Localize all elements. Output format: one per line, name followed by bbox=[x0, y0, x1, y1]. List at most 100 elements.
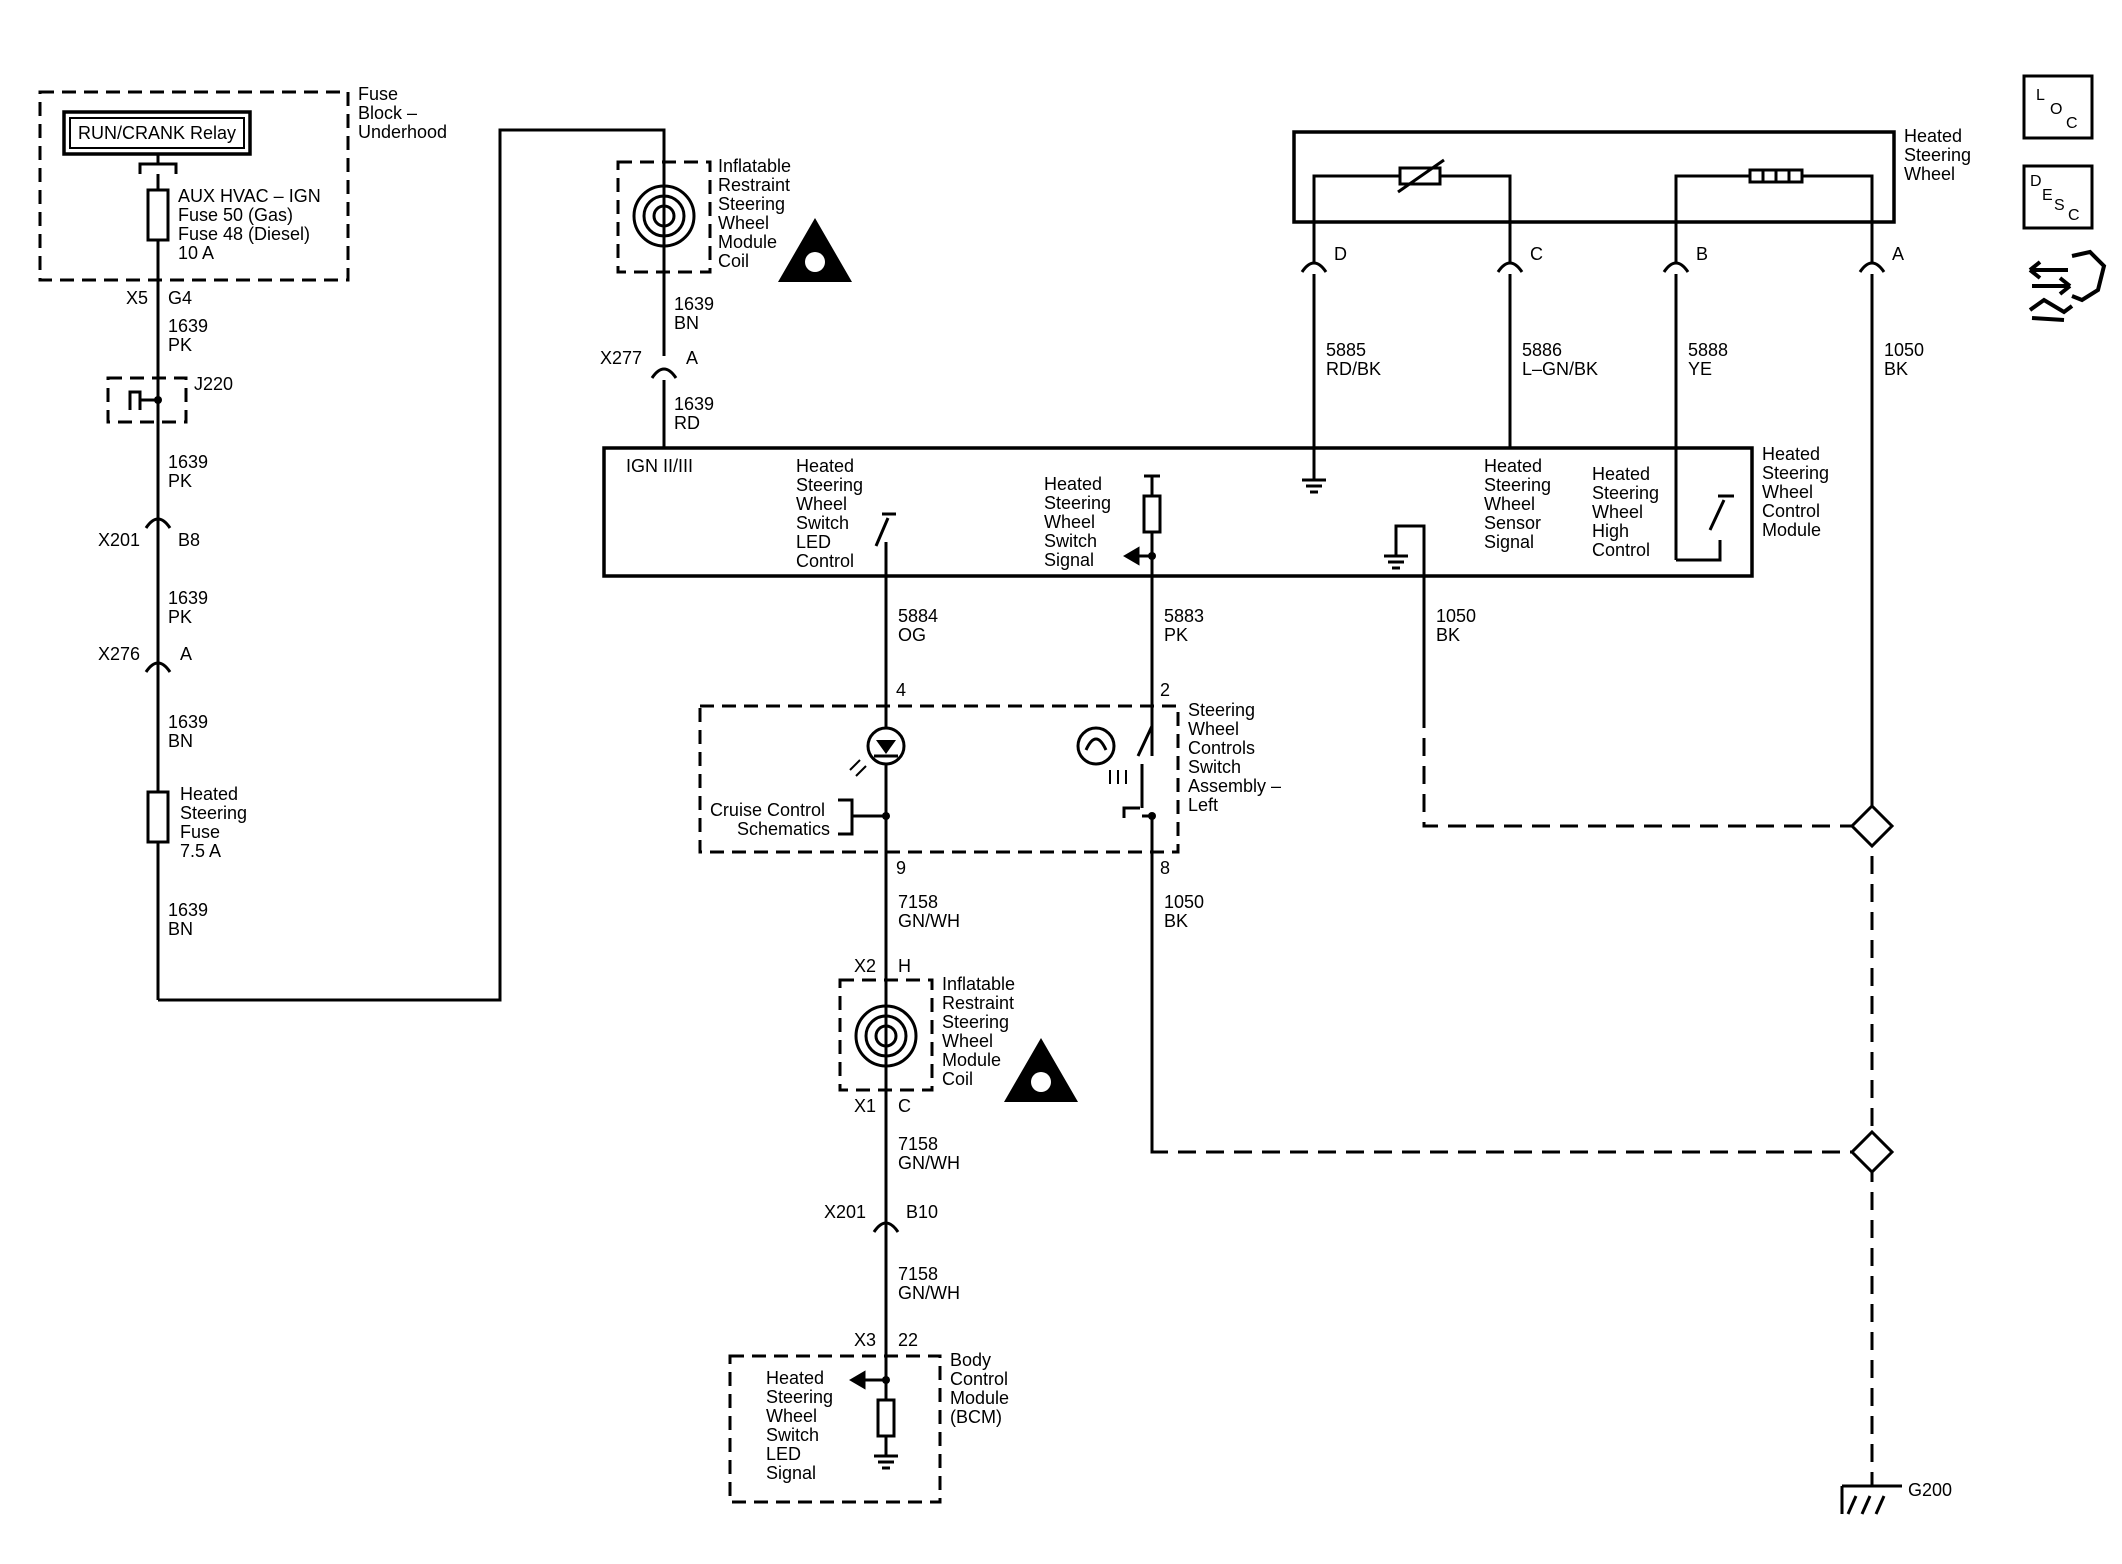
wire-label-1639-rd: 1639 RD bbox=[674, 394, 719, 433]
loc-letter-o: O bbox=[2050, 101, 2062, 118]
module-ground-output bbox=[1394, 524, 1426, 576]
connector-x2: X2 bbox=[854, 956, 876, 976]
heated-steering-fuse-label: Heated Steering Fuse 7.5 A bbox=[180, 784, 252, 861]
wire-label-1639-bn-top: 1639 BN bbox=[674, 294, 719, 333]
bcm-ground-icon bbox=[874, 1454, 898, 1470]
connector-x277: X277 bbox=[600, 348, 642, 368]
bcm-resistor-icon bbox=[876, 1398, 896, 1438]
connector-x201-left: X201 bbox=[98, 530, 140, 550]
swc-label: Steering Wheel Controls Switch Assembly … bbox=[1188, 700, 1286, 815]
connector-tool-icon[interactable] bbox=[2028, 249, 2107, 322]
control-module-label: Heated Steering Wheel Control Module bbox=[1762, 444, 1834, 540]
connector-x277-symbol bbox=[650, 367, 678, 379]
pin-x277-a: A bbox=[686, 348, 698, 368]
module-ground-icon-2 bbox=[1384, 554, 1408, 570]
high-control-switch-symbol bbox=[1676, 494, 1734, 562]
coil-lower-box bbox=[838, 978, 934, 1092]
heated-steering-wheel-label: Heated Steering Wheel bbox=[1904, 126, 1976, 184]
splice-diamond-upper bbox=[1849, 803, 1895, 849]
pin-b: B bbox=[1696, 244, 1708, 264]
wire-label-1639-pk-3: 1639 PK bbox=[168, 588, 213, 627]
desc-letter-d: D bbox=[2030, 173, 2042, 190]
swc-pin-4: 4 bbox=[896, 680, 906, 700]
wheel-pins bbox=[1300, 222, 1886, 273]
coil-lower-spiral-icon bbox=[854, 1004, 918, 1068]
high-control-label: Heated Steering Wheel High Control bbox=[1592, 464, 1664, 560]
ign-label: IGN II/III bbox=[626, 456, 693, 476]
bcm-box bbox=[728, 1354, 942, 1504]
relay-contact bbox=[138, 154, 178, 174]
splice-j220-symbol bbox=[128, 390, 142, 410]
ground-path-1050-swc bbox=[1150, 1150, 1852, 1154]
swc-pin-9: 9 bbox=[896, 858, 906, 878]
heated-steering-fuse bbox=[146, 790, 170, 844]
wire-label-1639-bn-2: 1639 BN bbox=[168, 900, 213, 939]
module-ground-icon bbox=[1302, 472, 1326, 494]
connector-x201-b10-symbol bbox=[872, 1221, 900, 1233]
pin-x276-a: A bbox=[180, 644, 192, 664]
heated-steering-wheel-box bbox=[1292, 130, 1896, 224]
heated-wheel-switch-icon bbox=[1076, 726, 1127, 784]
loc-button[interactable]: L O C bbox=[2022, 74, 2094, 140]
pin-c: C bbox=[1530, 244, 1543, 264]
coil-lower-label: Inflatable Restraint Steering Wheel Modu… bbox=[942, 974, 1020, 1089]
wire-label-1050-swc: 1050 BK bbox=[1164, 892, 1209, 931]
wire-label-5884: 5884 OG bbox=[898, 606, 943, 645]
chassis-ground-g200-icon bbox=[1840, 1484, 1902, 1515]
pin-g4: G4 bbox=[168, 288, 192, 308]
desc-button[interactable]: D E S C bbox=[2022, 164, 2094, 230]
wire-1639-loop bbox=[158, 128, 666, 1002]
swc-pin-2: 2 bbox=[1160, 680, 1170, 700]
aux-hvac-fuse bbox=[146, 188, 170, 242]
wire-label-5885: 5885 RD/BK bbox=[1326, 340, 1381, 379]
pin-h: H bbox=[898, 956, 911, 976]
fuse-block-title: Fuse Block – Underhood bbox=[358, 84, 447, 142]
cruise-control-bracket bbox=[838, 798, 886, 836]
pin-c-lower: C bbox=[898, 1096, 911, 1116]
desc-letter-s: S bbox=[2054, 197, 2065, 214]
led-icon bbox=[849, 726, 906, 777]
wire-label-1050-module: 1050 BK bbox=[1436, 606, 1481, 645]
wire-label-5888: 5888 YE bbox=[1688, 340, 1733, 379]
wire-label-1050-right: 1050 BK bbox=[1884, 340, 1929, 379]
swc-pin-8: 8 bbox=[1160, 858, 1170, 878]
wire-label-7158-c: 7158 GN/WH bbox=[898, 1264, 960, 1303]
splice-diamond-lower bbox=[1849, 1129, 1895, 1175]
swc-box bbox=[698, 704, 1180, 854]
sensor-signal-label: Heated Steering Wheel Sensor Signal bbox=[1484, 456, 1556, 552]
pin-b10: B10 bbox=[906, 1202, 938, 1222]
heated-wheel-switch-contact bbox=[1122, 706, 1154, 818]
pullup-resistor-icon bbox=[1142, 494, 1162, 534]
wire-label-7158-b: 7158 GN/WH bbox=[898, 1134, 960, 1173]
switch-signal-label: Heated Steering Wheel Switch Signal bbox=[1044, 474, 1116, 570]
ground-g200-label: G200 bbox=[1908, 1480, 1952, 1500]
pin-a: A bbox=[1892, 244, 1904, 264]
pin-b8: B8 bbox=[178, 530, 200, 550]
control-module-box bbox=[602, 446, 1754, 578]
pin-d: D bbox=[1334, 244, 1347, 264]
desc-letter-c: C bbox=[2068, 207, 2080, 224]
bcm-label: Body Control Module (BCM) bbox=[950, 1350, 1014, 1427]
wire-label-1639-pk-2: 1639 PK bbox=[168, 452, 213, 491]
loc-letter-c: C bbox=[2066, 115, 2078, 132]
coil-top-box bbox=[616, 160, 712, 274]
coil-top-label: Inflatable Restraint Steering Wheel Modu… bbox=[718, 156, 796, 271]
airbag-warning-icon-top bbox=[778, 218, 852, 282]
connector-x5: X5 bbox=[126, 288, 148, 308]
wire-label-1639-bn-1: 1639 BN bbox=[168, 712, 213, 751]
run-crank-relay-label: RUN/CRANK Relay bbox=[78, 123, 236, 143]
led-control-switch-symbol bbox=[874, 512, 896, 576]
connector-x201-center: X201 bbox=[824, 1202, 866, 1222]
connector-x201-b8-symbol bbox=[144, 517, 172, 529]
connector-x276: X276 bbox=[98, 644, 140, 664]
wire-label-7158-a: 7158 GN/WH bbox=[898, 892, 960, 931]
wire-label-5883: 5883 PK bbox=[1164, 606, 1209, 645]
splice-j220-label: J220 bbox=[194, 374, 233, 394]
signal-arrow-icon bbox=[1123, 546, 1152, 566]
pin-22: 22 bbox=[898, 1330, 918, 1350]
connector-x276-symbol bbox=[144, 661, 172, 673]
loc-letter-l: L bbox=[2036, 87, 2045, 104]
cruise-control-label: Cruise Control Schematics bbox=[710, 800, 830, 839]
run-crank-relay-inner bbox=[69, 117, 245, 149]
